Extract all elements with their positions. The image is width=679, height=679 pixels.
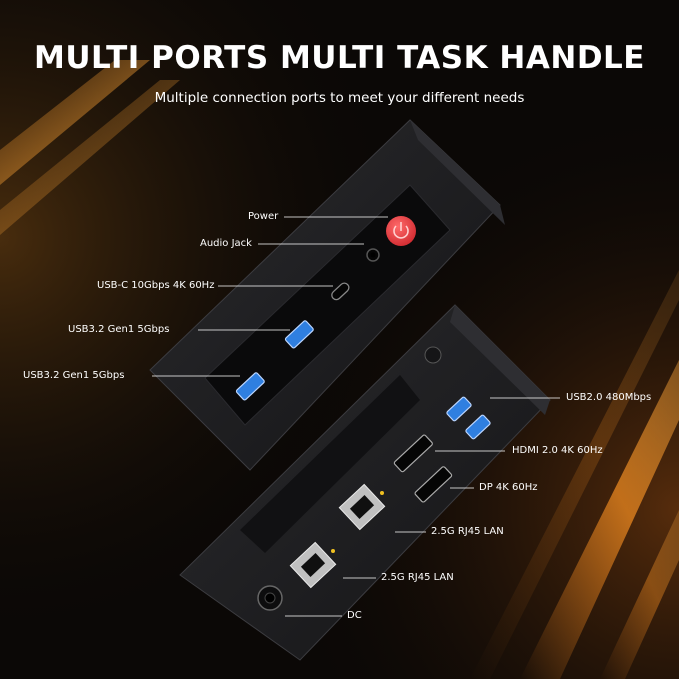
audio-jack-icon <box>366 248 380 262</box>
lan-lower-label: 2.5G RJ45 LAN <box>381 572 454 583</box>
rj45-lan-upper-icon <box>338 483 386 531</box>
usb-c-label: USB-C 10Gbps 4K 60Hz <box>97 280 215 291</box>
dc-jack-icon <box>257 585 283 611</box>
usb32-lower-label: USB3.2 Gen1 5Gbps <box>23 370 125 381</box>
lan-upper-label: 2.5G RJ45 LAN <box>431 526 504 537</box>
usb-c-port-icon <box>331 282 350 301</box>
usb3-port-upper-icon <box>284 320 314 349</box>
audio-jack-label: Audio Jack <box>200 238 252 249</box>
usb3-port-lower-icon <box>235 372 265 401</box>
rj45-lan-lower-icon <box>289 541 337 589</box>
page-title: MULTI PORTS MULTI TASK HANDLE <box>34 40 645 76</box>
page-subtitle: Multiple connection ports to meet your d… <box>154 90 525 106</box>
usb20-label: USB2.0 480Mbps <box>566 392 652 403</box>
dp-label: DP 4K 60Hz <box>479 482 538 493</box>
usb32-upper-label: USB3.2 Gen1 5Gbps <box>68 324 170 335</box>
dc-label: DC <box>347 610 362 621</box>
displayport-icon <box>414 466 453 503</box>
lock-slot-icon <box>424 346 442 364</box>
hdmi-label: HDMI 2.0 4K 60Hz <box>512 445 603 456</box>
front-unit <box>149 119 505 471</box>
power-label: Power <box>248 211 279 222</box>
usb2-ports-icon <box>446 396 491 440</box>
rear-unit <box>179 304 551 661</box>
hdmi-port-icon <box>393 434 433 473</box>
leader-lines <box>152 216 560 617</box>
vent-grille <box>240 375 420 553</box>
power-button-icon <box>386 216 416 246</box>
